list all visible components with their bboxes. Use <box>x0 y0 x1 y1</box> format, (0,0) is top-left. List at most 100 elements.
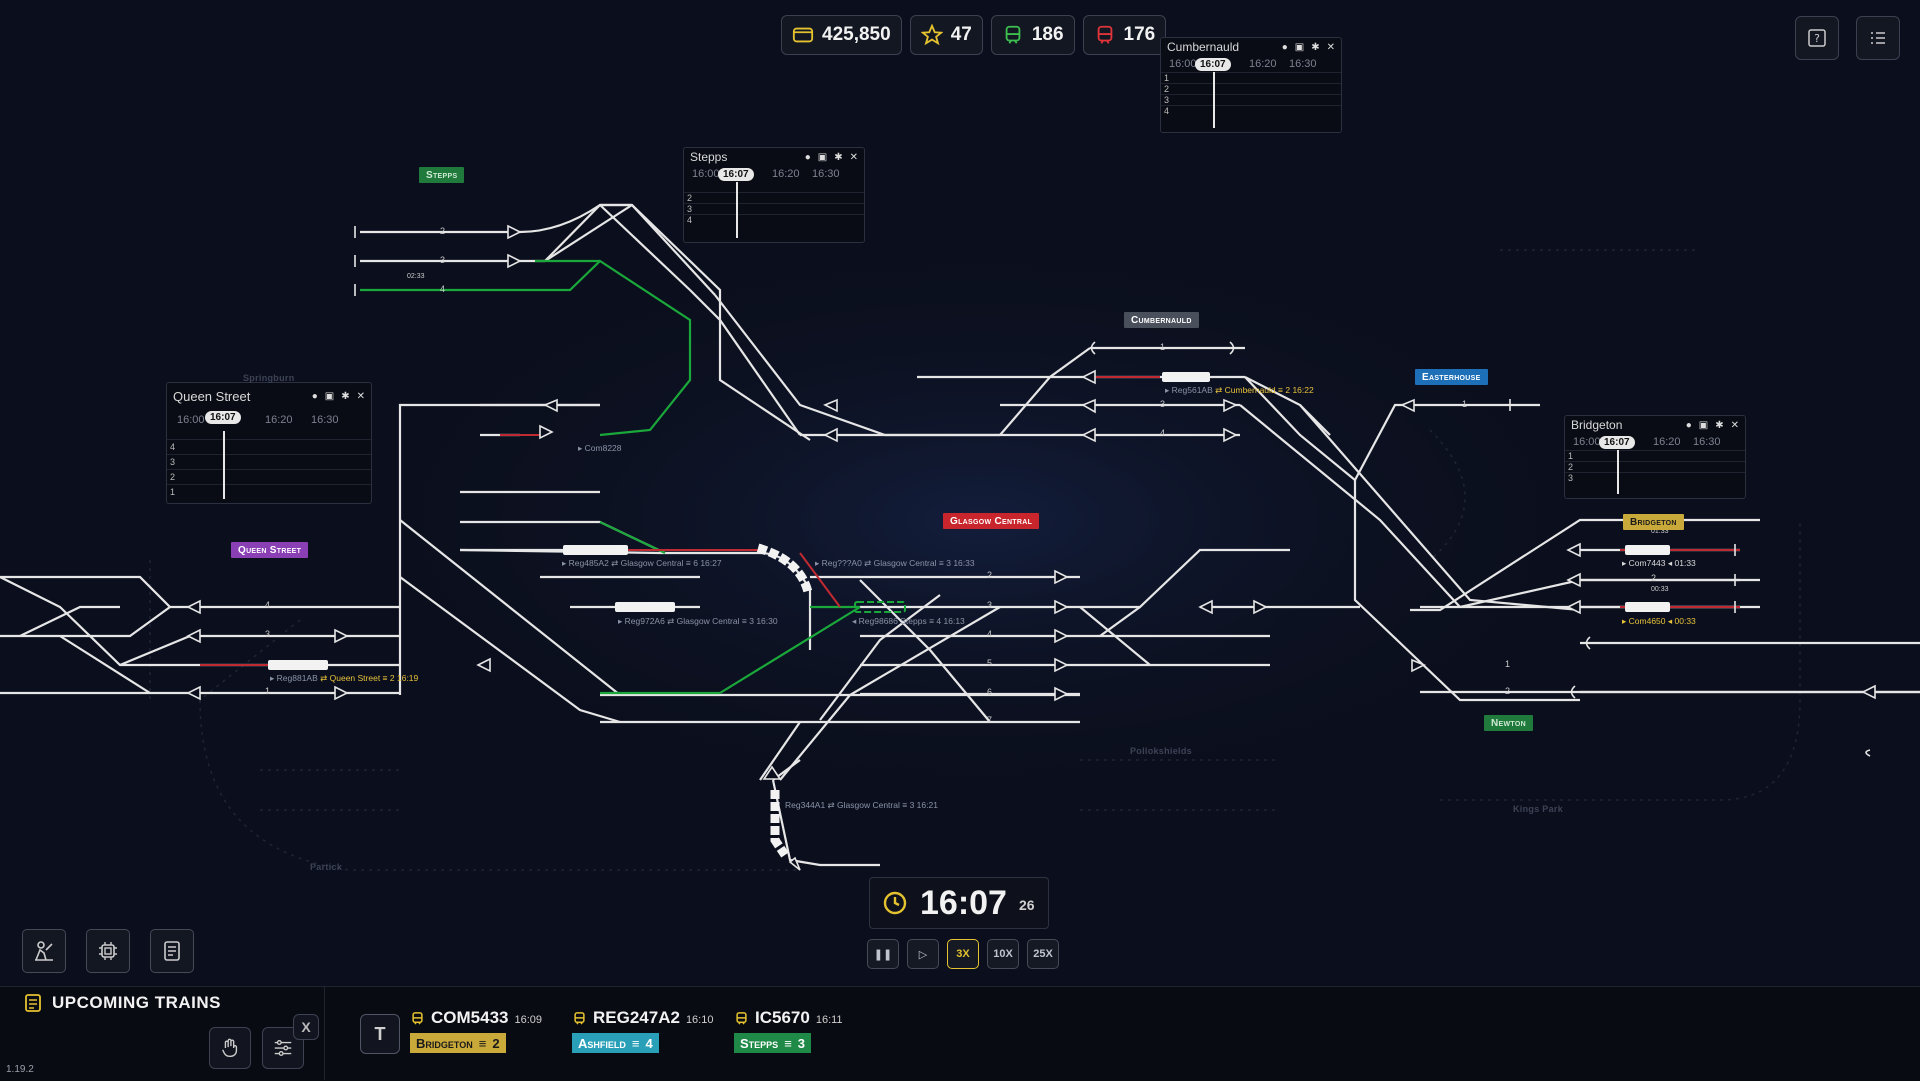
track-number: 4 <box>265 600 271 610</box>
gear-icon[interactable]: ✱ <box>1311 41 1320 53</box>
train-label: ▸ Com7443 ◂ 01:33 <box>1622 558 1696 568</box>
lock-icon[interactable]: ▣ <box>324 390 335 402</box>
track-number: 3 <box>1160 399 1166 409</box>
track-number: 2 <box>1651 573 1657 583</box>
destination-badge: Stepps ≡ 3 <box>734 1033 812 1053</box>
construction-button[interactable] <box>22 929 66 973</box>
logbook-button[interactable] <box>150 929 194 973</box>
hotkey-t[interactable]: T <box>360 1014 400 1054</box>
time-tick: 16:20 <box>772 168 800 180</box>
info-icon[interactable]: ● <box>311 390 318 402</box>
train-label: ▸ Reg881AB ⇄ Queen Street ≡ 2 16:19 <box>270 673 419 683</box>
train-id: IC5670 <box>755 1008 810 1027</box>
money-value: 425,850 <box>822 24 891 45</box>
speed-25x-button[interactable]: 25X <box>1027 939 1059 969</box>
platform-row: 2 <box>1565 461 1745 472</box>
help-icon: ? <box>1808 29 1826 47</box>
track-number: 7 <box>987 715 993 725</box>
speed-3x-button[interactable]: 3X <box>947 939 979 969</box>
play-button[interactable]: ▷ <box>907 939 939 969</box>
timetable-panel-bridgeton[interactable]: Bridgeton ●▣✱✕ 16:00 16:07 16:20 16:30 1… <box>1564 415 1746 499</box>
station-label-glasgow-central[interactable]: Glasgow Central <box>943 513 1040 529</box>
panel-title: Stepps <box>690 150 728 164</box>
speed-controls: ❚❚ ▷ 3X 10X 25X <box>867 939 1059 969</box>
train-time: 16:09 <box>514 1013 543 1026</box>
schedule-icon <box>25 994 41 1012</box>
train-label: ◂ Reg98686 Stepps ≡ 4 16:13 <box>852 616 965 626</box>
info-icon[interactable]: ● <box>804 151 811 163</box>
time-tick: 16:30 <box>812 168 840 180</box>
track-number: 3 <box>987 600 993 610</box>
info-icon[interactable]: ● <box>1685 419 1692 431</box>
info-icon[interactable]: ● <box>1281 41 1288 53</box>
train-icon <box>1005 25 1021 44</box>
station-label-bridgeton[interactable]: Bridgeton <box>1623 514 1684 530</box>
close-icon[interactable]: ✕ <box>356 390 365 402</box>
time-tick: 16:20 <box>1249 58 1277 70</box>
track-number: 2 <box>987 570 993 580</box>
close-icon[interactable]: ✕ <box>849 151 858 163</box>
lock-icon[interactable]: ▣ <box>1294 41 1305 53</box>
close-upcoming-button[interactable]: X <box>293 1014 319 1040</box>
station-label-cumbernauld[interactable]: Cumbernauld <box>1124 312 1199 328</box>
station-label-stepps[interactable]: Stepps <box>419 167 465 183</box>
ghost-station-partick: Partick <box>310 862 343 872</box>
speed-10x-button[interactable]: 10X <box>987 939 1019 969</box>
platform-row: 3 <box>1565 472 1745 483</box>
timetable-panel-stepps[interactable]: Stepps ●▣✱✕ 16:00 16:07 16:20 16:30 2 3 … <box>683 147 865 243</box>
timetable-panel-cumbernauld[interactable]: Cumbernauld ●▣✱✕ 16:00 16:07 16:20 16:30… <box>1160 37 1342 133</box>
clock-icon <box>883 891 907 915</box>
track-number: 6 <box>987 687 993 697</box>
track-number: 1 <box>1505 659 1511 669</box>
close-icon[interactable]: ✕ <box>1326 41 1335 53</box>
auto-dispatch-button[interactable] <box>209 1027 251 1069</box>
upcoming-train-card[interactable]: IC5670 16:11 Stepps ≡ 3 <box>734 1008 843 1053</box>
signal-timer: 00:33 <box>1651 586 1669 593</box>
star-icon <box>920 24 943 46</box>
ghost-station-springburn: Springburn <box>243 373 295 383</box>
track-number: 1 <box>1160 342 1166 352</box>
train-time: 16:11 <box>815 1013 843 1026</box>
time-tick: 16:00 <box>1573 436 1601 448</box>
time-tick: 16:30 <box>1693 436 1721 448</box>
gear-icon[interactable]: ✱ <box>834 151 843 163</box>
platform-row: 3 <box>167 454 371 469</box>
lock-icon[interactable]: ▣ <box>817 151 828 163</box>
menu-button[interactable] <box>1856 16 1900 60</box>
version-label: 1.19.2 <box>6 1064 34 1075</box>
top-hud: 425,850 47 186 176 <box>781 15 1167 55</box>
gear-icon[interactable]: ✱ <box>1715 419 1724 431</box>
train-icon <box>736 1011 747 1025</box>
destination-badge: Bridgeton ≡ 2 <box>410 1033 506 1053</box>
sliders-icon <box>274 1039 292 1057</box>
platform-row: 2 <box>1161 83 1341 94</box>
platform-row: 2 <box>684 192 864 203</box>
svg-text:?: ? <box>1814 32 1820 45</box>
game-clock: 16:07 26 <box>869 877 1049 929</box>
station-label-newton[interactable]: Newton <box>1484 715 1533 731</box>
ontime-trains-value: 186 <box>1031 24 1064 45</box>
destination-badge: Ashfield ≡ 4 <box>572 1033 659 1053</box>
hand-icon <box>222 1038 238 1057</box>
processor-button[interactable] <box>86 929 130 973</box>
platform-number: 3 <box>797 1035 806 1051</box>
time-tick: 16:30 <box>1289 58 1317 70</box>
platform-row: 1 <box>1565 450 1745 461</box>
upcoming-train-card[interactable]: COM5433 16:09 Bridgeton ≡ 2 <box>410 1008 542 1053</box>
pause-button[interactable]: ❚❚ <box>867 939 899 969</box>
station-label-easterhouse[interactable]: Easterhouse <box>1415 369 1488 385</box>
pause-icon: ❚❚ <box>873 948 893 961</box>
wallet-icon <box>792 27 814 43</box>
signal-timer: 02:33 <box>407 273 425 280</box>
upcoming-train-card[interactable]: REG247A2 16:10 Ashfield ≡ 4 <box>572 1008 713 1053</box>
gear-icon[interactable]: ✱ <box>341 390 350 402</box>
destination-name: Bridgeton <box>416 1035 473 1051</box>
close-icon[interactable]: ✕ <box>1730 419 1739 431</box>
help-button[interactable]: ? <box>1795 16 1839 60</box>
document-icon <box>164 941 180 961</box>
platform-number: 2 <box>492 1035 500 1051</box>
timetable-panel-queen-street[interactable]: Queen Street ●▣✱✕ 16:00 16:07 16:20 16:3… <box>166 382 372 504</box>
lock-icon[interactable]: ▣ <box>1698 419 1709 431</box>
station-label-queen-street[interactable]: Queen Street <box>231 542 309 558</box>
trains <box>268 372 1670 858</box>
